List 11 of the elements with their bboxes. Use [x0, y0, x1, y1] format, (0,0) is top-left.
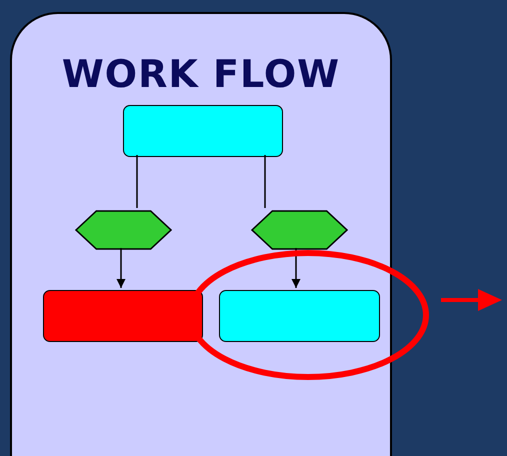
decision-hexagon: [75, 210, 172, 250]
process-box: [219, 290, 380, 342]
process-box: [123, 105, 283, 157]
arrow: [116, 248, 126, 288]
arrow: [292, 248, 300, 288]
workflow-panel: [10, 12, 392, 456]
process-box: [43, 290, 203, 342]
panel-title: WORK FLOW: [60, 52, 342, 96]
connector-line: [136, 155, 138, 208]
connector-line: [264, 155, 266, 208]
decision-hexagon: [251, 210, 348, 250]
